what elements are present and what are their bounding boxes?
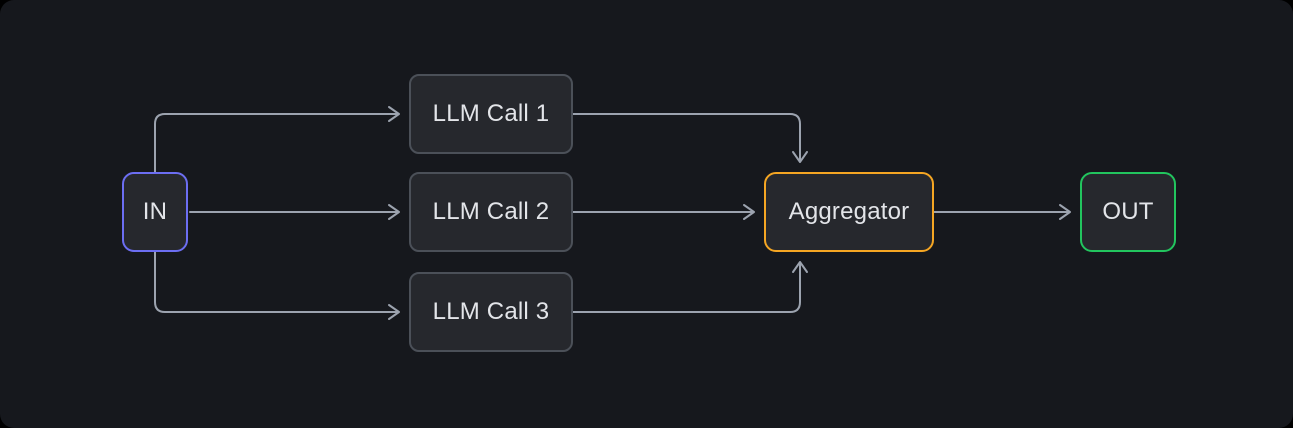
node-in-label: IN	[142, 198, 168, 225]
node-llm-call-3[interactable]: LLM Call 3	[409, 272, 573, 352]
edge-llm2-to-aggregator-arrowhead	[743, 204, 755, 220]
edge-in-to-llm1	[154, 113, 399, 173]
node-llm-call-1[interactable]: LLM Call 1	[409, 74, 573, 154]
edge-in-to-llm3	[154, 251, 399, 313]
edge-in-to-llm2-arrowhead	[388, 204, 400, 220]
edge-in-to-llm1-arrowhead	[388, 106, 400, 122]
edge-llm3-to-aggregator-arrowhead	[792, 261, 808, 273]
edge-aggregator-to-out-arrowhead	[1059, 204, 1071, 220]
edge-llm1-to-aggregator-arrowhead	[792, 151, 808, 163]
node-in[interactable]: IN	[122, 172, 188, 252]
node-aggregator[interactable]: Aggregator	[764, 172, 934, 252]
node-llm-call-2[interactable]: LLM Call 2	[409, 172, 573, 252]
edge-llm1-to-aggregator	[572, 113, 801, 162]
edge-in-to-llm3-arrowhead	[388, 304, 400, 320]
edge-llm3-to-aggregator	[572, 262, 801, 313]
node-llm-call-2-label: LLM Call 2	[432, 198, 550, 225]
node-out[interactable]: OUT	[1080, 172, 1176, 252]
node-llm-call-3-label: LLM Call 3	[432, 298, 550, 325]
node-llm-call-1-label: LLM Call 1	[432, 100, 550, 127]
node-aggregator-label: Aggregator	[788, 198, 910, 225]
node-out-label: OUT	[1102, 198, 1154, 225]
